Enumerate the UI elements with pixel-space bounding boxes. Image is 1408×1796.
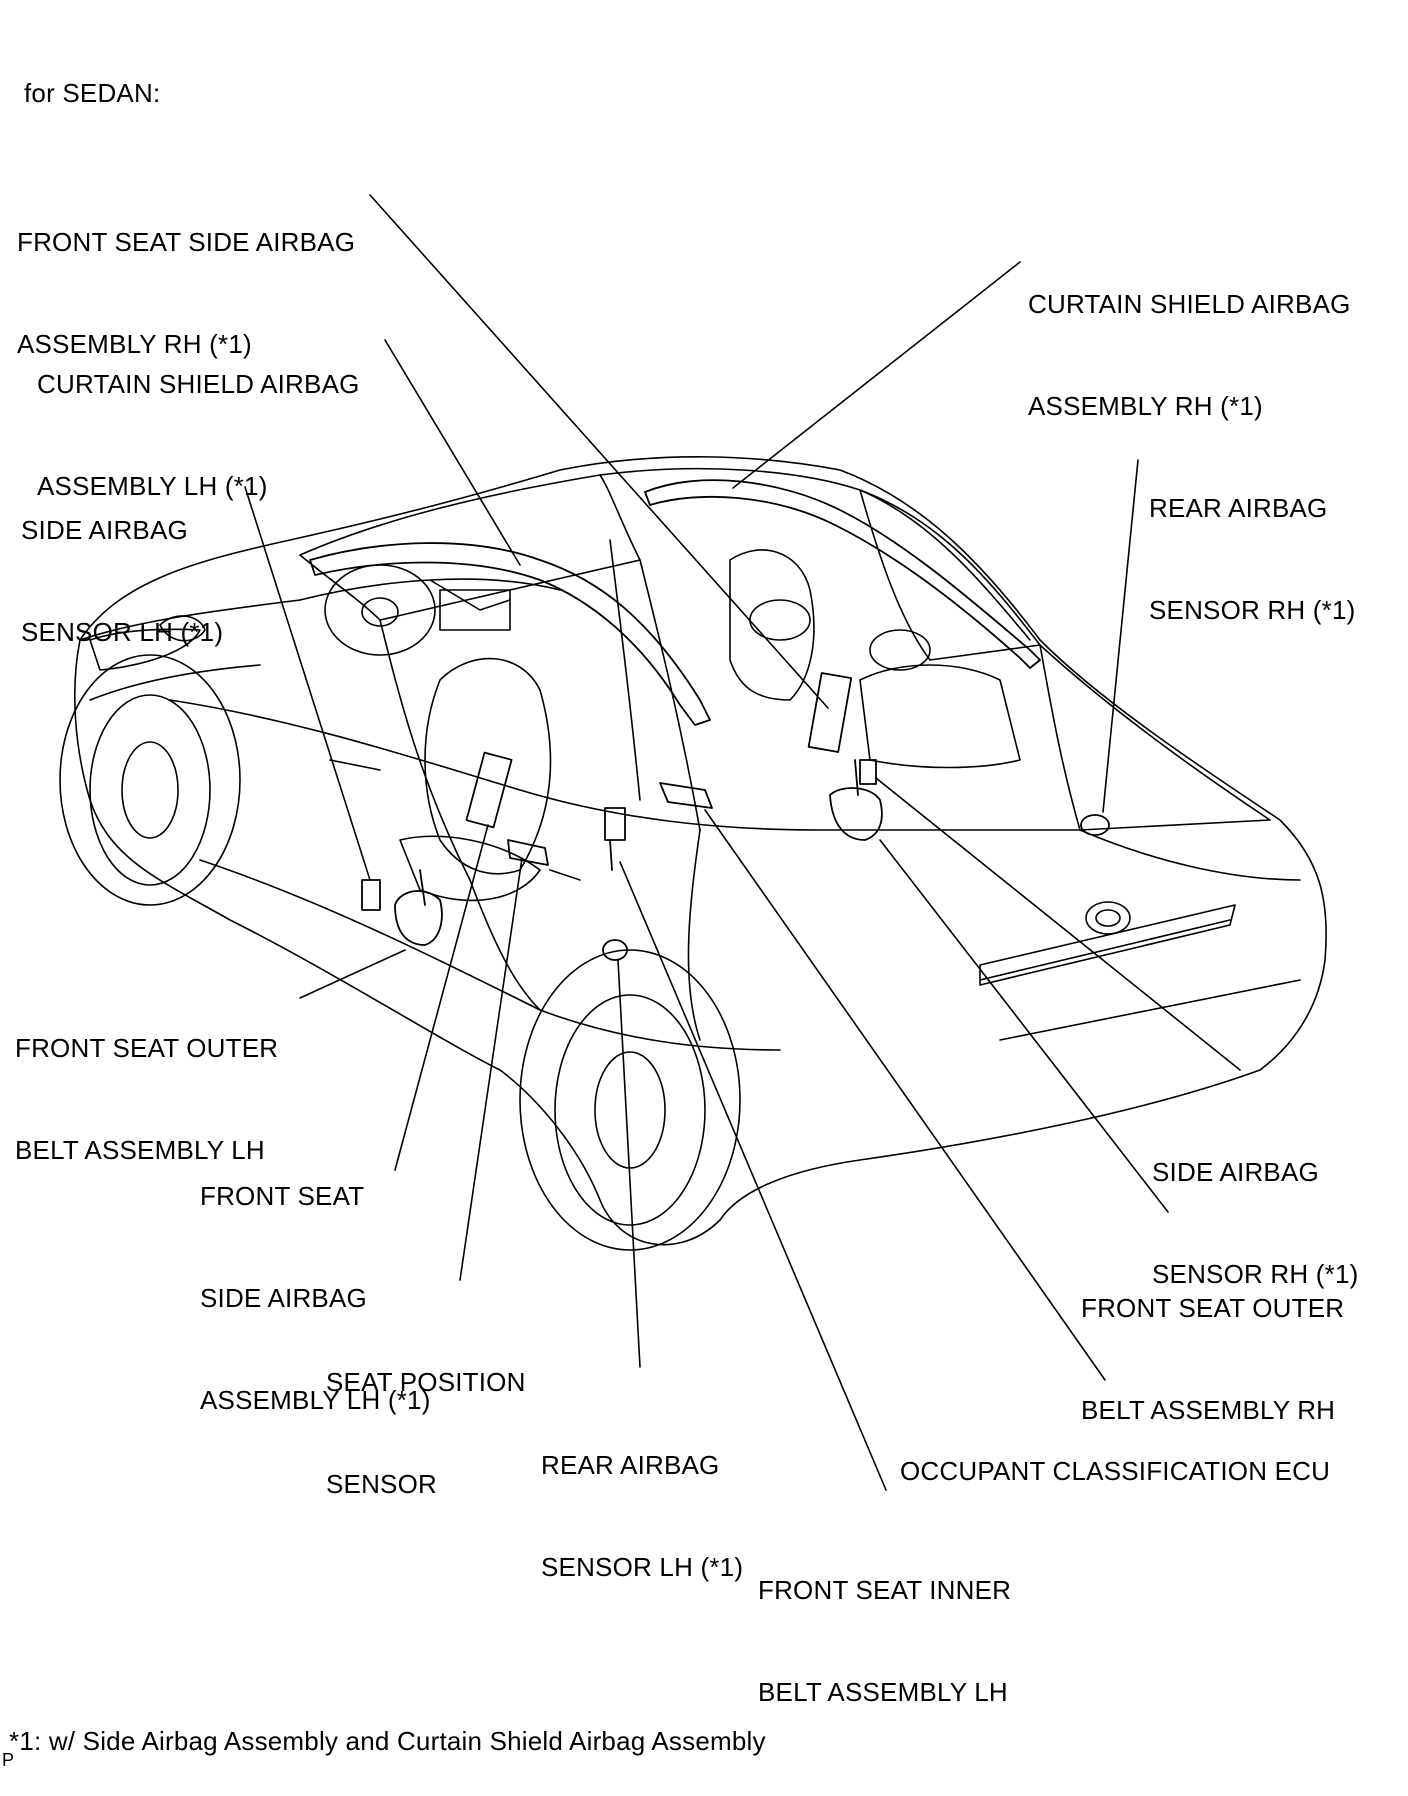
- leader-occupant-classification-ecu: [705, 810, 1105, 1380]
- rear-wheel-arch: [520, 950, 740, 1250]
- label-front-seat-outer-belt-rh: FRONT SEAT OUTER BELT ASSEMBLY RH: [1081, 1293, 1345, 1425]
- label-occupant-classification-ecu: OCCUPANT CLASSIFICATION ECU: [900, 1456, 1331, 1486]
- leader-front-seat-side-airbag-lh: [395, 825, 488, 1170]
- leader-front-seat-outer-belt-lh: [300, 950, 405, 998]
- rear-airbag-sensor-rh-part: [1081, 815, 1109, 835]
- front-seat-side-airbag-rh-part: [809, 673, 852, 752]
- leader-side-airbag-sensor-lh: [245, 487, 370, 880]
- side-airbag-sensor-rh-part: [860, 760, 876, 784]
- label-rear-airbag-sensor-rh: REAR AIRBAG SENSOR RH (*1): [1149, 493, 1356, 625]
- label-front-seat-side-airbag-lh: FRONT SEAT SIDE AIRBAG ASSEMBLY LH (*1): [200, 1181, 431, 1415]
- trunk-edge: [1080, 830, 1300, 880]
- front-seat-side-airbag-lh-part: [466, 753, 511, 828]
- label-curtain-shield-airbag-lh: CURTAIN SHIELD AIRBAG ASSEMBLY LH (*1): [37, 369, 360, 501]
- components: [310, 480, 1109, 960]
- leader-front-seat-side-airbag-rh: [370, 195, 828, 708]
- center-console: [440, 590, 510, 630]
- rear-headrest-1: [750, 600, 810, 640]
- rear-wheel: [555, 995, 705, 1225]
- rear-airbag-sensor-lh-part: [603, 940, 627, 960]
- front-wheel-hub: [122, 742, 178, 838]
- leader-front-seat-inner-belt-lh: [620, 862, 886, 1490]
- footnote: *1: w/ Side Airbag Assembly and Curtain …: [9, 1726, 766, 1756]
- label-front-seat-outer-belt-lh: FRONT SEAT OUTER BELT ASSEMBLY LH: [15, 1033, 279, 1165]
- rear-bumper: [980, 920, 1300, 1040]
- rear-door: [688, 830, 700, 1040]
- leader-curtain-shield-airbag-rh: [733, 262, 1020, 488]
- dashboard: [300, 579, 560, 610]
- leader-lines: [245, 195, 1240, 1490]
- front-seat-lh: [425, 659, 550, 874]
- sill-line: [200, 860, 780, 1050]
- label-side-airbag-sensor-lh: SIDE AIRBAG SENSOR LH (*1): [21, 515, 224, 647]
- leader-front-seat-outer-belt-rh: [880, 840, 1168, 1212]
- corner-mark: P: [2, 1750, 15, 1770]
- leader-curtain-shield-airbag-lh: [385, 340, 520, 565]
- front-wheel: [90, 695, 210, 885]
- front-seat-rh: [730, 550, 814, 700]
- steering-wheel: [325, 565, 435, 655]
- front-wheel-arch: [60, 655, 240, 905]
- leader-rear-airbag-sensor-lh: [618, 960, 640, 1367]
- headlight: [90, 629, 200, 670]
- diagram-caption: for SEDAN:: [24, 78, 161, 108]
- occupant-classification-ecu-part: [660, 783, 712, 808]
- roof-line: [300, 469, 1030, 640]
- trunk-lid: [1040, 645, 1270, 830]
- toyota-emblem: [1086, 902, 1130, 934]
- car-body-outline: [60, 457, 1326, 1250]
- front-door: [380, 620, 540, 1010]
- front-seat-outer-belt-lh-part: [395, 870, 442, 945]
- rear-wheel-hub: [595, 1052, 665, 1168]
- label-front-seat-inner-belt-lh: FRONT SEAT INNER BELT ASSEMBLY LH: [758, 1575, 1012, 1707]
- label-seat-position-sensor: SEAT POSITION SENSOR: [326, 1367, 526, 1499]
- rear-headrest-2: [870, 630, 930, 670]
- side-mirror: [160, 616, 205, 641]
- curtain-airbag-rh-part: [645, 480, 1040, 668]
- label-rear-airbag-sensor-lh: REAR AIRBAG SENSOR LH (*1): [541, 1450, 744, 1582]
- curtain-airbag-lh-part: [310, 543, 710, 725]
- label-curtain-shield-airbag-rh: CURTAIN SHIELD AIRBAG ASSEMBLY RH (*1): [1028, 289, 1351, 421]
- door-handle-rear: [550, 870, 580, 880]
- side-airbag-sensor-lh-part: [362, 880, 380, 910]
- body-silhouette: [75, 457, 1326, 1245]
- steering-hub: [362, 598, 398, 626]
- license-plate-bar: [980, 905, 1235, 985]
- toyota-emblem-inner: [1096, 910, 1120, 926]
- front-seat-outer-belt-rh-part: [830, 760, 882, 840]
- leader-rear-airbag-sensor-rh: [1103, 460, 1138, 812]
- leader-seat-position-sensor: [460, 858, 522, 1280]
- label-side-airbag-sensor-rh: SIDE AIRBAG SENSOR RH (*1): [1152, 1157, 1359, 1289]
- leader-side-airbag-sensor-rh: [876, 778, 1240, 1070]
- belt-line: [170, 700, 1080, 830]
- b-pillar: [610, 540, 700, 830]
- seat-position-sensor-part: [508, 840, 548, 865]
- sedan-airbag-component-diagram: [0, 0, 1408, 1734]
- front-seat-inner-belt-lh-part: [605, 808, 625, 870]
- front-seat-lh-cushion: [400, 836, 540, 900]
- door-handle-front: [330, 760, 380, 770]
- label-front-seat-side-airbag-rh: FRONT SEAT SIDE AIRBAG ASSEMBLY RH (*1): [17, 227, 356, 359]
- rear-seat: [860, 665, 1020, 768]
